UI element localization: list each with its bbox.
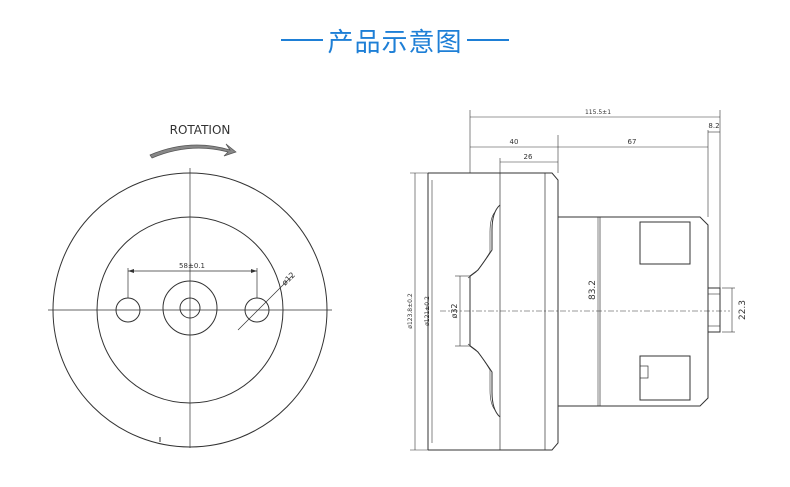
front-hub-outer xyxy=(162,280,218,336)
inner-diameter-label: ø121±0.2 xyxy=(424,296,431,326)
motor-window-top xyxy=(639,221,691,265)
page-title: 产品示意图 xyxy=(327,27,463,58)
page-header: 产品示意图 xyxy=(0,20,790,60)
dim-26-label: 26 xyxy=(524,153,533,161)
front-outer-circle xyxy=(52,172,328,448)
front-hub-inner xyxy=(179,297,201,319)
dim-40-label: 40 xyxy=(510,138,519,146)
hole-diameter-label: ø12 xyxy=(280,270,297,287)
motor-shaft xyxy=(707,287,721,333)
housing-outline xyxy=(428,172,559,451)
dim-67-label: 67 xyxy=(628,138,637,146)
total-length-label: 115.5±1 xyxy=(585,109,611,116)
rotation-label: ROTATION xyxy=(170,123,231,137)
hole-diameter-leader xyxy=(237,275,293,331)
rotation-arrow-icon xyxy=(149,143,237,159)
outer-diameter-label: ø123.8±0.2 xyxy=(407,293,414,329)
shaft-diameter-label: 22.3 xyxy=(738,300,748,320)
header-left-rule xyxy=(281,39,324,41)
header-right-rule xyxy=(466,39,509,41)
front-view xyxy=(48,168,332,448)
side-view xyxy=(410,110,735,451)
dim-8-label: 8.2 xyxy=(708,122,719,130)
hole-spacing-label: 58±0.1 xyxy=(179,262,205,270)
motor-body xyxy=(558,216,709,407)
body-diameter-label: 83.2 xyxy=(588,280,598,300)
front-inner-circle xyxy=(96,216,284,404)
dia-32-label: ø32 xyxy=(450,303,459,318)
